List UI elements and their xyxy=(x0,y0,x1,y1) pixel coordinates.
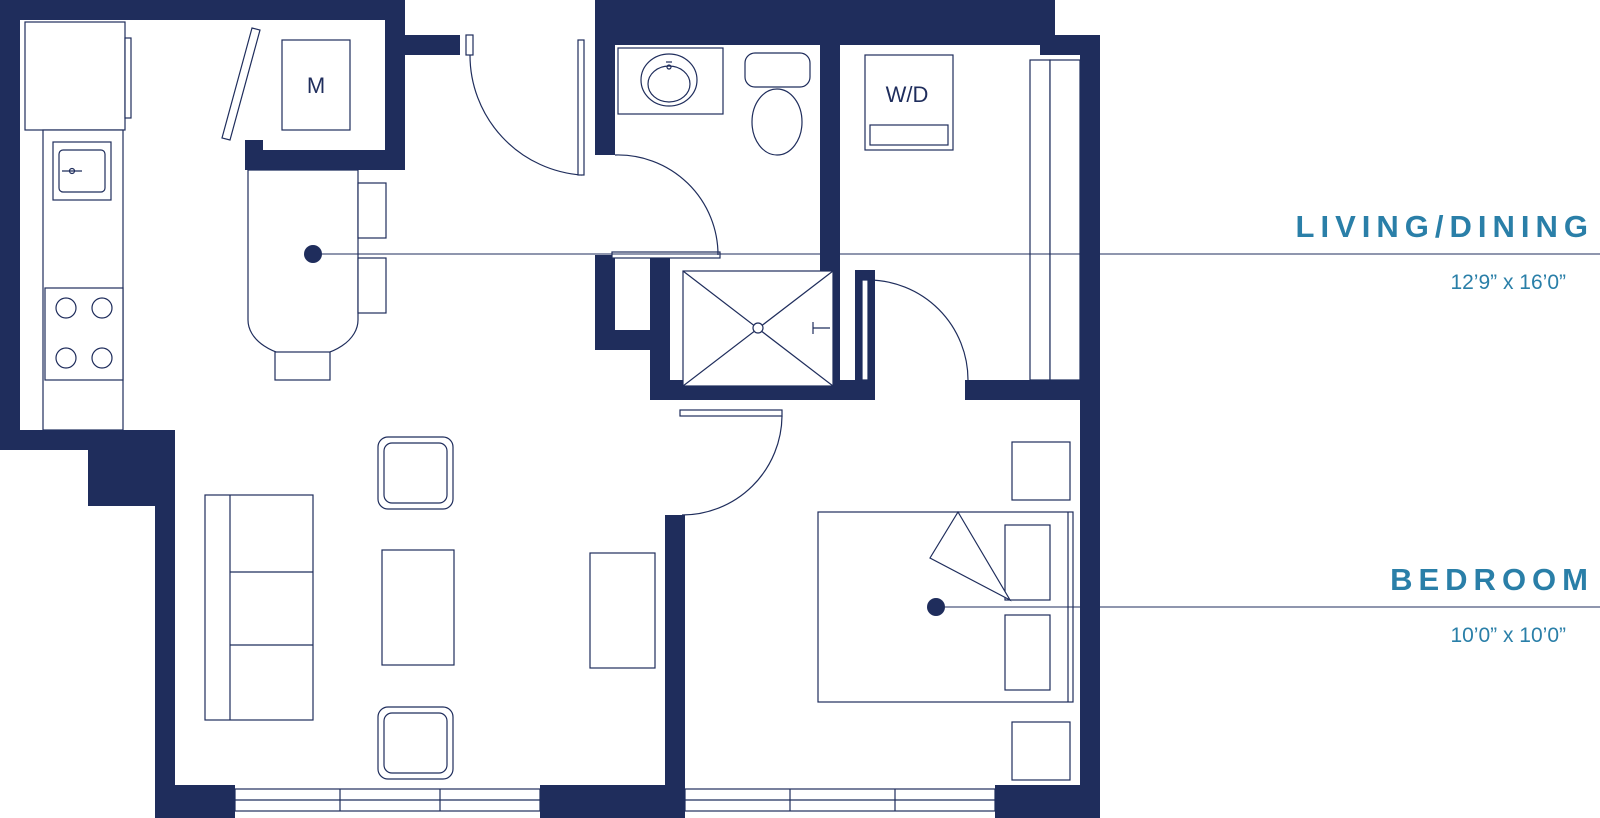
vanity xyxy=(617,47,724,115)
windows xyxy=(234,788,996,812)
living-furniture xyxy=(204,436,656,780)
nightstand xyxy=(1011,441,1071,501)
closet-rod xyxy=(1049,59,1081,381)
walls xyxy=(0,0,1100,818)
bedroom-title: BEDROOM xyxy=(1390,562,1594,597)
living-dims: 12’9” x 16’0” xyxy=(1450,271,1566,294)
pillow xyxy=(1004,614,1051,691)
bedroom-door-swing xyxy=(681,415,783,516)
nightstand xyxy=(1011,721,1071,781)
washer-dryer xyxy=(864,54,954,151)
bedroom-furniture xyxy=(817,441,1074,781)
cooktop xyxy=(44,287,124,381)
room-labels: LIVING/DINING 12’9” x 16’0” BEDROOM 10’0… xyxy=(1296,209,1594,647)
shower-drain xyxy=(752,322,764,334)
refrigerator xyxy=(24,21,126,131)
pillow xyxy=(1004,524,1051,601)
mechanical-unit xyxy=(281,39,351,131)
closet-door-leaf xyxy=(861,279,869,381)
mechanical-closet: M xyxy=(281,39,351,131)
bedroom-dims: 10’0” x 10’0” xyxy=(1450,624,1566,647)
bathroom-sink xyxy=(640,53,698,107)
laundry-closet: W/D xyxy=(864,54,1081,381)
sofa xyxy=(204,494,314,721)
coffee-table xyxy=(381,549,455,666)
room-leaders xyxy=(304,245,1600,616)
toilet-tank xyxy=(744,52,811,88)
mechanical-bifold-door xyxy=(221,27,261,141)
bed-fold xyxy=(929,510,1012,602)
bath-door-swing xyxy=(614,154,719,256)
armchair xyxy=(377,706,454,780)
doors xyxy=(221,27,969,516)
kitchen-island xyxy=(247,169,359,358)
bath-door-leaf xyxy=(611,251,721,259)
toilet-bowl xyxy=(751,88,803,156)
closet-shelf xyxy=(1029,59,1051,381)
entry-door-swing xyxy=(469,54,583,176)
living-leader-dot xyxy=(304,245,322,263)
washer-dryer-label: W/D xyxy=(886,82,929,107)
mechanical-label: M xyxy=(307,73,325,98)
dining-island xyxy=(247,169,387,381)
bedroom-door-leaf xyxy=(679,409,783,417)
bathroom xyxy=(617,47,834,387)
bedroom-leader-dot xyxy=(927,598,945,616)
media-console xyxy=(589,552,656,669)
bar-stool xyxy=(357,182,387,239)
entry-door-leaf xyxy=(465,34,474,56)
living-title: LIVING/DINING xyxy=(1296,209,1594,244)
bar-stool xyxy=(357,257,387,314)
bar-stool xyxy=(274,351,331,381)
kitchen xyxy=(24,21,132,431)
armchair xyxy=(377,436,454,510)
closet-door-swing xyxy=(867,279,969,381)
